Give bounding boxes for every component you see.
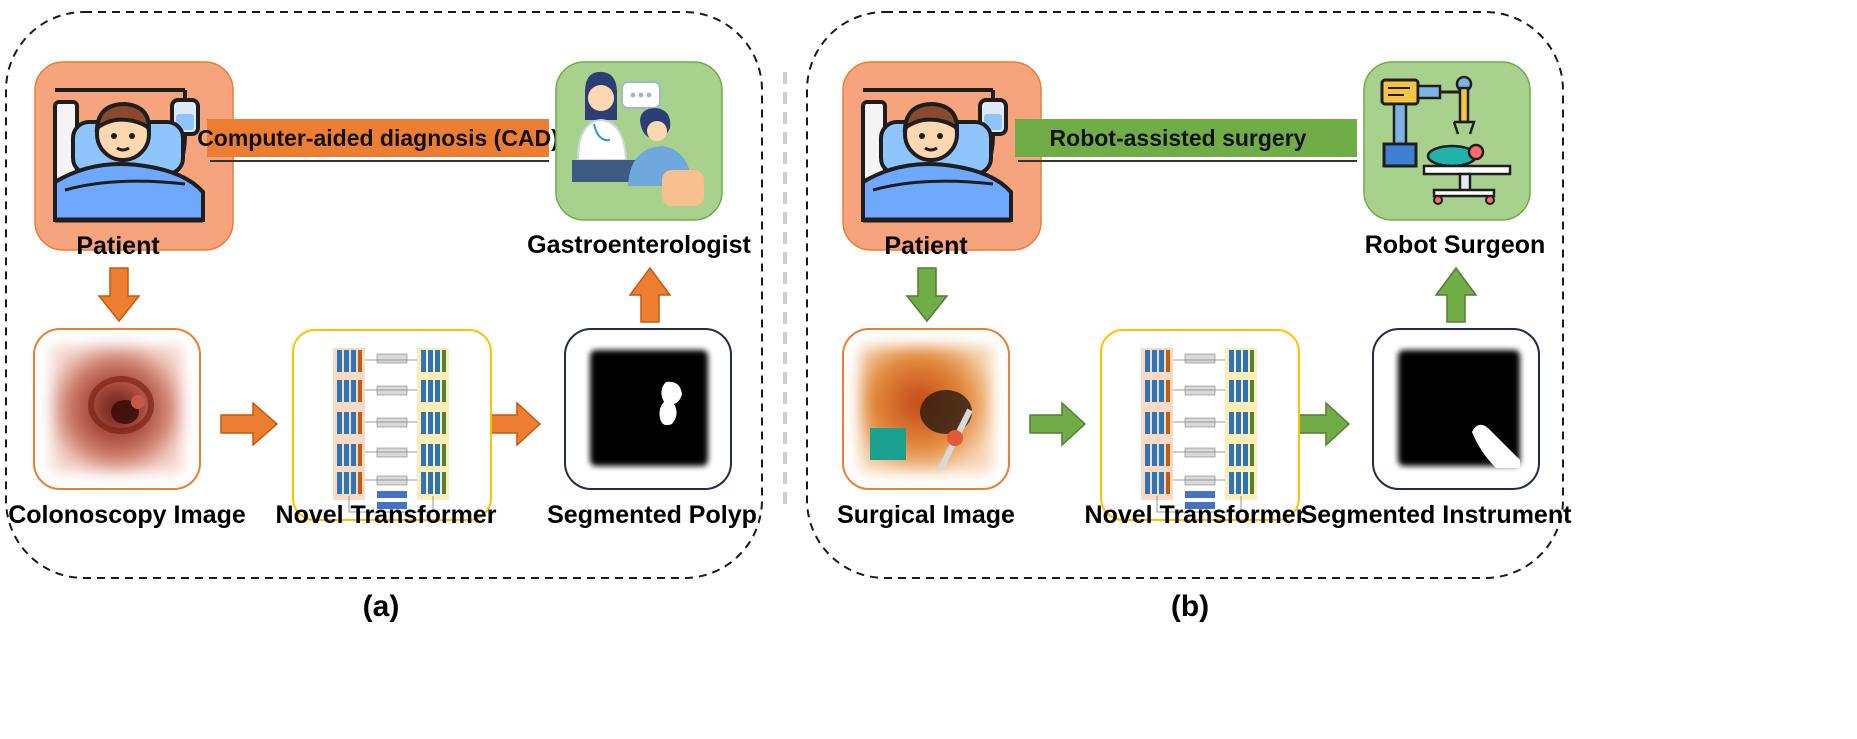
arrow-icon: [484, 401, 542, 447]
panel-b-banner: [1015, 119, 1357, 157]
transformer-architecture-figure: [292, 329, 492, 521]
panel-a-caption: (a): [363, 590, 400, 623]
colonoscopy-image: [33, 328, 201, 490]
panel-a-banner: [207, 119, 549, 157]
arrow-icon: [1293, 401, 1351, 447]
arrow-icon: [97, 267, 141, 323]
doctor-consultation-icon: [555, 61, 723, 221]
panel-a-expert-label: Gastroenterologist: [527, 231, 751, 259]
panel-b-output-label: Segmented Instrument: [1301, 501, 1573, 529]
arrow-icon: [1434, 266, 1478, 323]
segmented-instrument-mask: [1372, 328, 1540, 490]
panel-a-frame: [5, 11, 763, 579]
panel-b-model-label: Novel Transformer: [1085, 501, 1306, 529]
panel-a-output-label: Segmented Polyp: [547, 501, 757, 529]
panel-b-input-label: Surgical Image: [837, 501, 1015, 529]
surgical-image: [842, 328, 1010, 490]
panel-a-banner-text: Computer-aided diagnosis (CAD): [197, 125, 559, 151]
panel-b-caption: (b): [1171, 590, 1209, 623]
panel-a-input-label: Colonoscopy Image: [8, 501, 246, 529]
arrow-icon: [1029, 401, 1087, 447]
arrow-icon: [220, 401, 279, 447]
panel-b-banner-text: Robot-assisted surgery: [1050, 125, 1307, 151]
panel-b-expert-label: Robot Surgeon: [1365, 231, 1546, 259]
patient-in-bed-icon: [843, 62, 1041, 250]
panel-b-patient-label: Patient: [884, 232, 968, 260]
robot-surgery-icon: [1363, 61, 1531, 221]
patient-in-bed-icon: [35, 62, 233, 250]
arrow-icon: [628, 266, 672, 323]
panel-b-frame: [806, 11, 1564, 579]
panel-a-patient-label: Patient: [76, 232, 160, 260]
transformer-architecture-figure: [1100, 329, 1300, 521]
panel-a-model-label: Novel Transformer: [276, 501, 497, 529]
segmented-polyp-mask: [564, 328, 732, 490]
arrow-icon: [905, 267, 949, 323]
